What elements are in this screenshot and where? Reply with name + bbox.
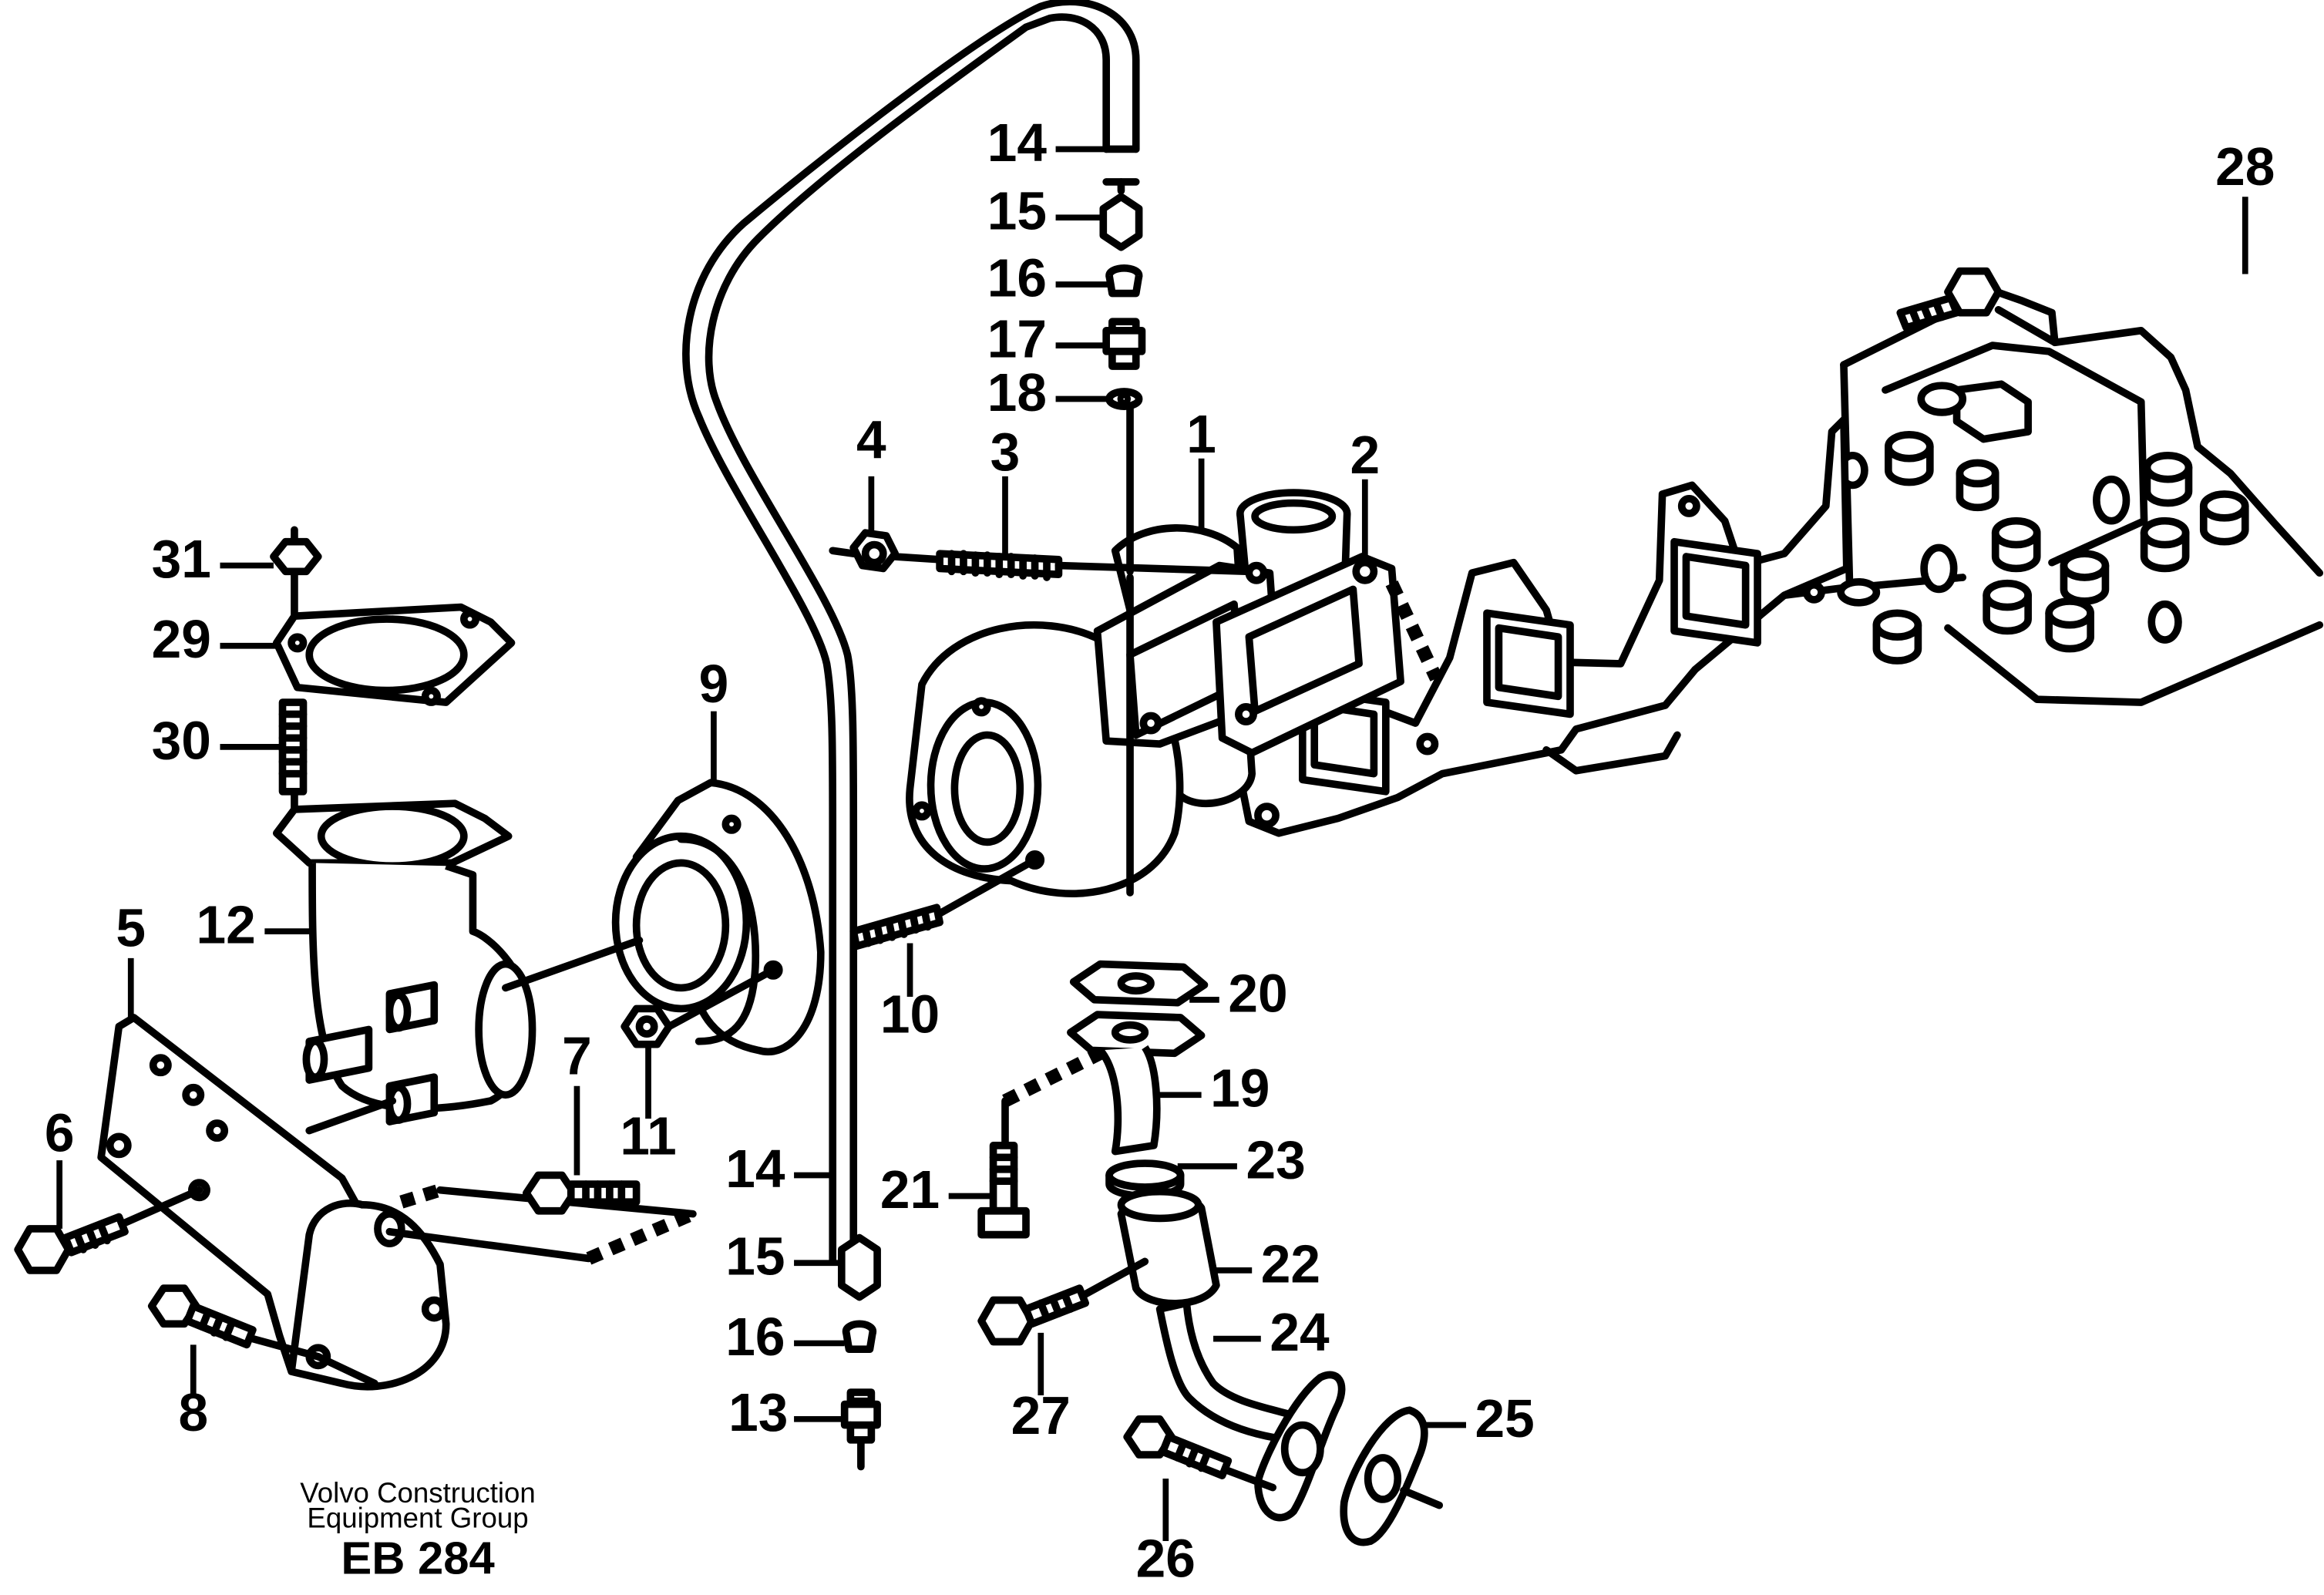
callout-9: 9 <box>699 654 729 714</box>
callout-21: 21 <box>880 1159 940 1220</box>
figure-code: EB 284 <box>341 1532 494 1583</box>
nut-4 <box>829 529 943 573</box>
footer-block: Volvo Construction Equipment Group EB 28… <box>300 1477 536 1584</box>
pipe-24 <box>1155 1299 1346 1522</box>
callout-11: 11 <box>620 1105 676 1166</box>
bolt-21 <box>977 1142 1030 1239</box>
bolt-28 <box>1896 267 2059 347</box>
adapter-9 <box>611 779 825 1055</box>
callout-13: 13 <box>728 1382 788 1442</box>
stud-3 <box>936 550 1253 581</box>
callout-14-top: 14 <box>987 113 1048 173</box>
callout-20: 20 <box>1228 963 1287 1023</box>
callout-10: 10 <box>880 984 940 1044</box>
leader-9-turbo <box>502 936 644 992</box>
callout-5: 5 <box>116 897 146 957</box>
gasket-25 <box>1340 1406 1444 1546</box>
bracket-5 <box>97 1014 450 1391</box>
oil-supply-pipe <box>682 0 1140 1266</box>
callout-17: 17 <box>987 309 1047 369</box>
callout-6: 6 <box>45 1103 75 1163</box>
engine-cylinder-head <box>1780 286 2324 706</box>
callout-30: 30 <box>152 710 211 770</box>
callout-18: 18 <box>987 362 1047 422</box>
callout-23: 23 <box>1246 1129 1305 1190</box>
fitting-stack-bottom <box>837 1233 881 1471</box>
callout-15-bottom: 15 <box>725 1227 785 1287</box>
callout-3: 3 <box>990 422 1021 482</box>
hose-22 <box>1117 1187 1220 1307</box>
leader-5-elbow <box>305 1097 397 1135</box>
callout-25: 25 <box>1475 1388 1535 1449</box>
footer-company-line2: Equipment Group <box>307 1502 528 1534</box>
exhaust-manifold <box>1233 416 1851 837</box>
nut-31 <box>270 526 322 620</box>
callout-31: 31 <box>152 529 211 589</box>
nut-11 <box>621 966 777 1048</box>
bolt-27 <box>977 1257 1149 1346</box>
valve-tappets <box>1837 380 2249 665</box>
callout-19: 19 <box>1210 1058 1270 1119</box>
callout-12: 12 <box>197 895 256 955</box>
turbo-gasket <box>1212 553 1404 757</box>
callout-16-top: 16 <box>987 247 1047 308</box>
callout-16-bottom: 16 <box>725 1307 785 1367</box>
callout-28: 28 <box>2215 136 2275 197</box>
stud-30 <box>278 698 308 819</box>
callout-26: 26 <box>1136 1528 1196 1588</box>
bolt-26 <box>1123 1415 1277 1492</box>
callout-27: 27 <box>1011 1385 1071 1445</box>
bolt-7 <box>523 1171 641 1215</box>
gasket-19-alignment-line <box>1002 1047 1104 1107</box>
callout-29: 29 <box>152 609 211 669</box>
inlet-elbow <box>272 799 536 1126</box>
gasket-20 <box>1069 960 1209 1007</box>
stud-10 <box>849 856 1039 951</box>
flange-29 <box>272 603 516 706</box>
callout-leaders <box>56 146 2248 1541</box>
footer-company-line1: Volvo Construction <box>300 1477 536 1509</box>
callout-1: 1 <box>1186 404 1216 464</box>
bolt-6 <box>14 1186 203 1274</box>
callout-2: 2 <box>1350 425 1380 485</box>
drain-pipe-19 <box>1067 1011 1206 1156</box>
callout-14-bottom: 14 <box>725 1139 785 1199</box>
fitting-stack-top <box>1099 193 1146 411</box>
callout-4: 4 <box>856 410 886 470</box>
bolt-8 <box>147 1284 322 1361</box>
callout-7: 7 <box>562 1025 592 1085</box>
callout-24: 24 <box>1270 1302 1330 1362</box>
gasket-2-alignment-line <box>1385 580 1443 681</box>
callout-numbers: 1 2 3 4 5 6 7 8 9 10 11 12 13 14 14 15 1… <box>45 113 2275 1588</box>
callout-15-top: 15 <box>987 181 1047 241</box>
callout-22: 22 <box>1261 1233 1320 1294</box>
callout-8: 8 <box>178 1382 208 1442</box>
